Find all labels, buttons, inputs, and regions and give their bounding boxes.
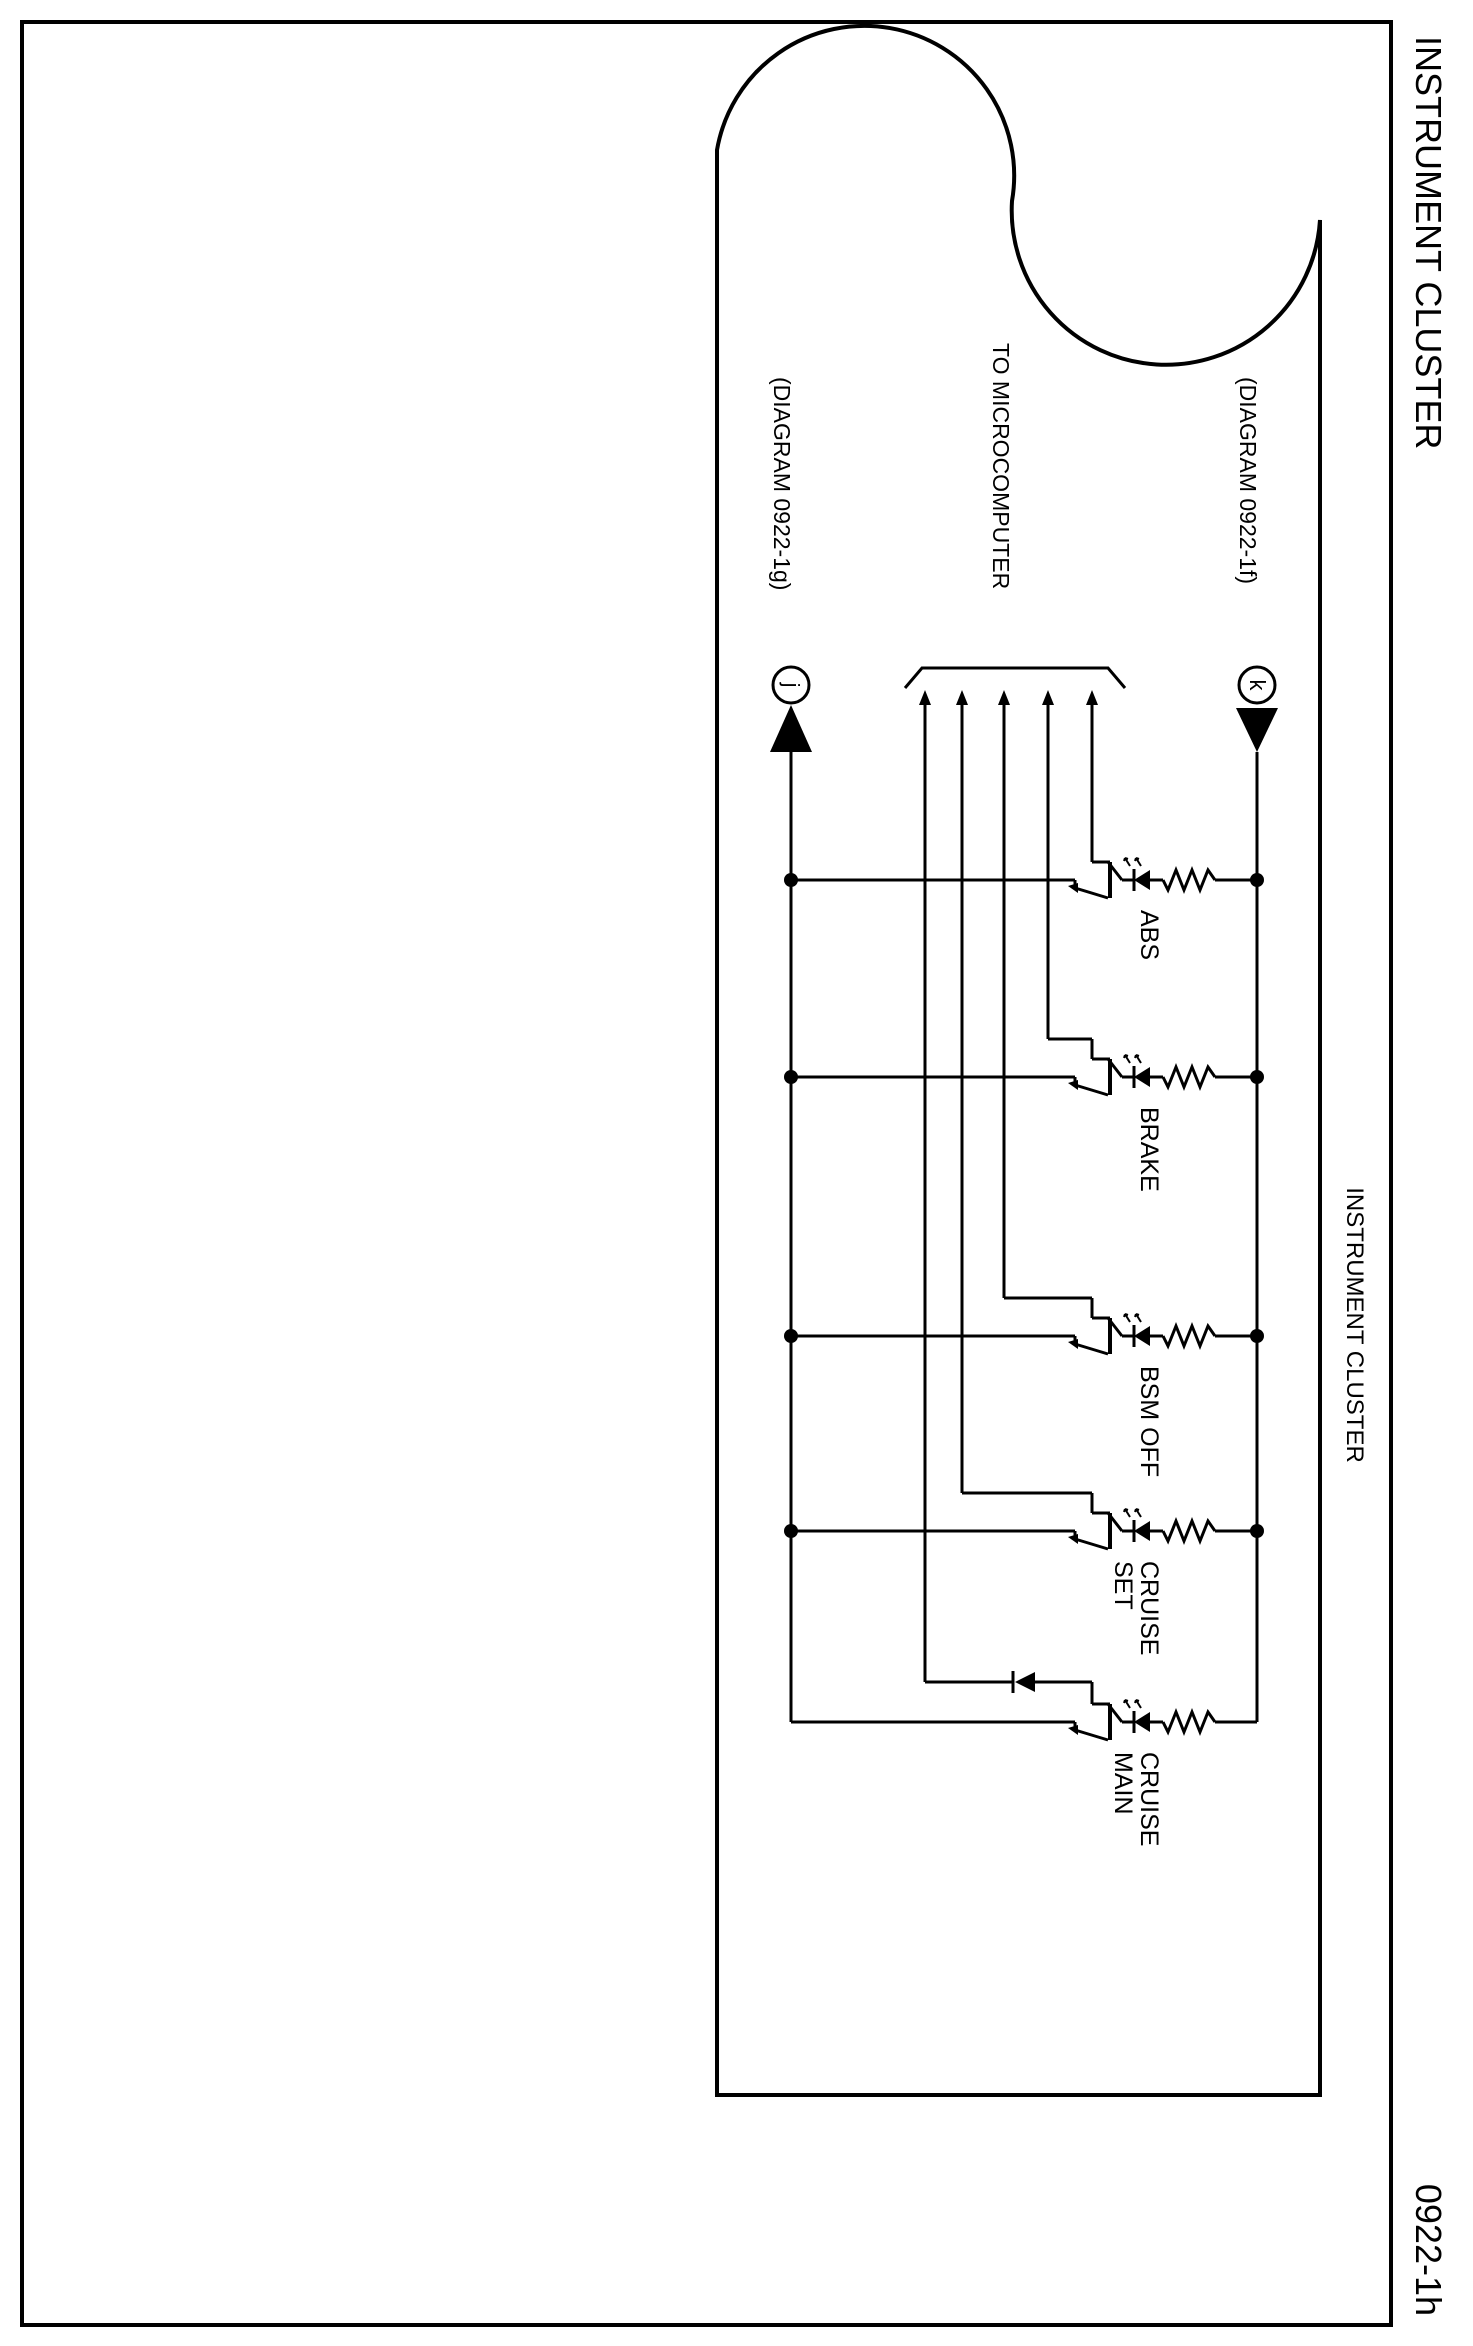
cruise-main-label-line-1: CRUISE: [1135, 1752, 1163, 1846]
bsm-off-label-line-1: BSM OFF: [1135, 1366, 1163, 1477]
abs-led-light-icon: [1123, 857, 1142, 867]
bsm-off-transistor-emitter: [1074, 1342, 1109, 1356]
connector-j: j: [770, 665, 812, 752]
connector-k-letter: k: [1245, 680, 1270, 692]
abs-resistor: [1161, 865, 1217, 895]
cruise-main-led: [1134, 1712, 1150, 1732]
brake-led: [1134, 1067, 1150, 1087]
indicator-circuits: [784, 690, 1264, 1742]
abs-transistor-emitter: [1074, 886, 1109, 900]
cruise-main-diode: [1015, 1672, 1035, 1692]
brake-label-line-1: BRAKE: [1135, 1107, 1163, 1192]
brake-led-light-icon: [1123, 1054, 1142, 1064]
bsm-off-resistor: [1161, 1321, 1217, 1351]
cruise-set-led-light-icon: [1123, 1508, 1142, 1518]
cluster-outline: [715, 23, 1322, 2097]
cruise-main-signal-arrow: [919, 690, 931, 705]
connector-j-letter: j: [779, 682, 804, 688]
microcomputer-bracket: [903, 666, 1127, 689]
brake-signal-arrow: [1042, 690, 1054, 705]
abs-signal-arrow: [1086, 690, 1098, 705]
connector-k-arrow: [1236, 708, 1278, 752]
cruise-set-led: [1134, 1521, 1150, 1541]
page-border: [20, 20, 1393, 2327]
connector-j-reference: (DIAGRAM 0922-1g): [769, 377, 795, 590]
cruise-set-label-line-2: SET: [1109, 1561, 1137, 1610]
cluster-label: INSTRUMENT CLUSTER: [1341, 1187, 1368, 1463]
cruise-main-led-light-icon: [1123, 1699, 1142, 1709]
abs-led: [1134, 870, 1150, 890]
cruise-main-transistor-emitter: [1074, 1728, 1109, 1742]
bsm-off-led: [1134, 1326, 1150, 1346]
connector-k-reference: (DIAGRAM 0922-1f): [1235, 377, 1261, 584]
microcomputer-label: TO MICROCOMPUTER: [988, 343, 1014, 589]
connector-k: k: [1236, 665, 1278, 752]
cruise-main-resistor: [1161, 1707, 1217, 1737]
bsm-off-led-light-icon: [1123, 1313, 1142, 1323]
connector-j-arrow: [770, 705, 812, 752]
cruise-set-label-line-1: CRUISE: [1135, 1561, 1163, 1655]
diagram-id: 0922-1h: [1408, 2184, 1449, 2316]
page-title: INSTRUMENT CLUSTER: [1408, 36, 1449, 449]
bsm-off-signal-arrow: [998, 690, 1010, 705]
brake-transistor-emitter: [1074, 1083, 1109, 1097]
abs-label-line-1: ABS: [1135, 910, 1163, 960]
cruise-main-label-line-2: MAIN: [1109, 1752, 1137, 1815]
cruise-set-transistor-emitter: [1074, 1537, 1109, 1551]
brake-resistor: [1161, 1062, 1217, 1092]
cruise-set-signal-arrow: [956, 690, 968, 705]
cruise-set-resistor: [1161, 1516, 1217, 1546]
